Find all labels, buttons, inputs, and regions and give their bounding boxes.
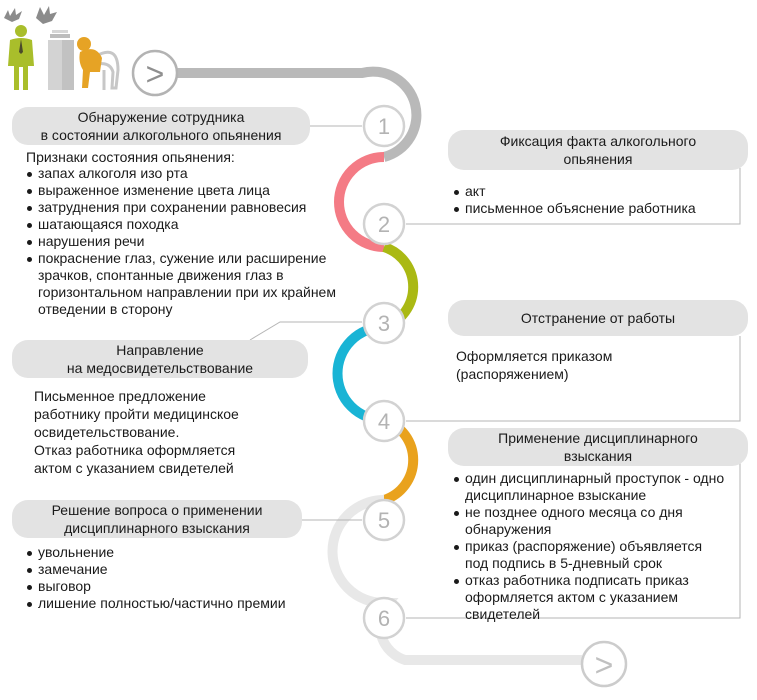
step-5-title-line2: взыскания xyxy=(563,448,633,464)
list-item: нарушения речи xyxy=(27,233,347,250)
path-segment-6 xyxy=(327,495,582,665)
list-item: письменное объяснение работника xyxy=(454,200,734,217)
path-segment-2 xyxy=(334,152,385,252)
step-3-body: Оформляется приказом (распоряжением) xyxy=(456,347,612,383)
step-6-title-line1: Решение вопроса о применении xyxy=(51,502,263,518)
step-2-number: 2 xyxy=(378,212,390,237)
body-line: Письменное предложение xyxy=(34,388,206,404)
step-5-circle xyxy=(362,498,406,542)
step-3-title: Отстранение от работы xyxy=(448,300,748,336)
step-3-number: 3 xyxy=(378,311,390,336)
step-6-title: Решение вопроса о применении дисциплинарн… xyxy=(12,500,302,538)
step-2-circle xyxy=(362,202,406,246)
step-5-list: один дисциплинарный проступок - одно дис… xyxy=(454,470,729,623)
connector-4 xyxy=(406,336,741,422)
step-2-list: акт письменное объяснение работника xyxy=(454,183,734,217)
swear-bubble-icon xyxy=(4,6,57,24)
body-line: актом с указанием свидетелей xyxy=(34,460,234,476)
step-5-number: 5 xyxy=(378,508,390,533)
list-item: выговор xyxy=(27,578,327,595)
step-3-body-line2: (распоряжением) xyxy=(456,366,569,382)
list-item: не позднее одного месяца со дня обнаруже… xyxy=(454,504,729,538)
end-circle xyxy=(580,640,628,688)
slumped-person-icon xyxy=(77,37,120,90)
body-line: Отказ работника оформляется xyxy=(34,442,236,458)
list-item: шатающаяся походка xyxy=(27,216,347,233)
list-item: покраснение глаз, сужение или расширение… xyxy=(27,250,338,318)
step-2-title-line1: Фиксация факта алкогольного xyxy=(499,133,697,149)
start-circle xyxy=(131,49,179,97)
step-2-title-line2: опьянения xyxy=(563,151,633,167)
step-4-number: 4 xyxy=(378,409,390,434)
step-5-title-line1: Применение дисциплинарного xyxy=(498,430,698,446)
connector-6 xyxy=(406,462,741,619)
list-item: отказ работника подписать приказ оформля… xyxy=(454,572,729,623)
step-6-list: увольнение замечание выговор лишение пол… xyxy=(27,544,327,612)
desk-icon xyxy=(48,30,74,90)
list-item: акт xyxy=(454,183,734,200)
step-1-number: 1 xyxy=(378,114,390,139)
start-icon: > xyxy=(146,56,165,92)
step-1-circle xyxy=(362,104,406,148)
office-workers-illustration xyxy=(4,6,120,90)
list-item: замечание xyxy=(27,561,327,578)
list-item: выраженное изменение цвета лица xyxy=(27,182,347,199)
connector-3 xyxy=(249,321,362,341)
end-icon: > xyxy=(595,647,614,683)
step-4-circle xyxy=(362,399,406,443)
step-1-title-line2: в состоянии алкогольного опьянения xyxy=(40,127,282,143)
step-1-title: Обнаружение сотрудника в состоянии алкого… xyxy=(12,107,310,145)
step-3-body-line1: Оформляется приказом xyxy=(456,348,613,364)
step-5-title: Применение дисциплинарного взыскания xyxy=(448,428,748,466)
list-item: запах алкоголя изо рта xyxy=(27,165,347,182)
step-4-title: Направление на медосвидетельствование xyxy=(12,340,308,378)
list-item: увольнение xyxy=(27,544,327,561)
step-2-title: Фиксация факта алкогольного опьянения xyxy=(448,130,748,170)
step-3-title-text: Отстранение от работы xyxy=(520,310,676,326)
step-6-title-line2: дисциплинарного взыскания xyxy=(64,520,250,536)
step-4-body: Письменное предложение работнику пройти … xyxy=(34,387,239,477)
step-4-title-line2: на медосвидетельствование xyxy=(66,360,254,376)
body-line: работнику пройти медицинское xyxy=(34,406,239,422)
body-line: освидетельствование. xyxy=(34,424,180,440)
step-1-title-line1: Обнаружение сотрудника xyxy=(77,109,245,125)
step-4-title-line1: Направление xyxy=(116,342,204,358)
list-item: приказ (распоряжение) объявляется под по… xyxy=(454,538,729,572)
list-item: затруднения при сохранении равновесия xyxy=(27,199,347,216)
step-1-list: запах алкоголя изо рта выраженное измене… xyxy=(27,165,347,318)
path-segment-1 xyxy=(148,66,422,162)
list-item: лишение полностью/частично премии xyxy=(27,595,327,612)
step-1-intro: Признаки состояния опьянения: xyxy=(26,149,235,165)
list-item: один дисциплинарный проступок - одно дис… xyxy=(454,470,729,504)
step-6-number: 6 xyxy=(378,606,390,631)
step-6-circle xyxy=(362,596,406,640)
standing-man-icon xyxy=(8,25,34,90)
connector-2 xyxy=(406,168,741,225)
step-3-circle xyxy=(362,301,406,345)
